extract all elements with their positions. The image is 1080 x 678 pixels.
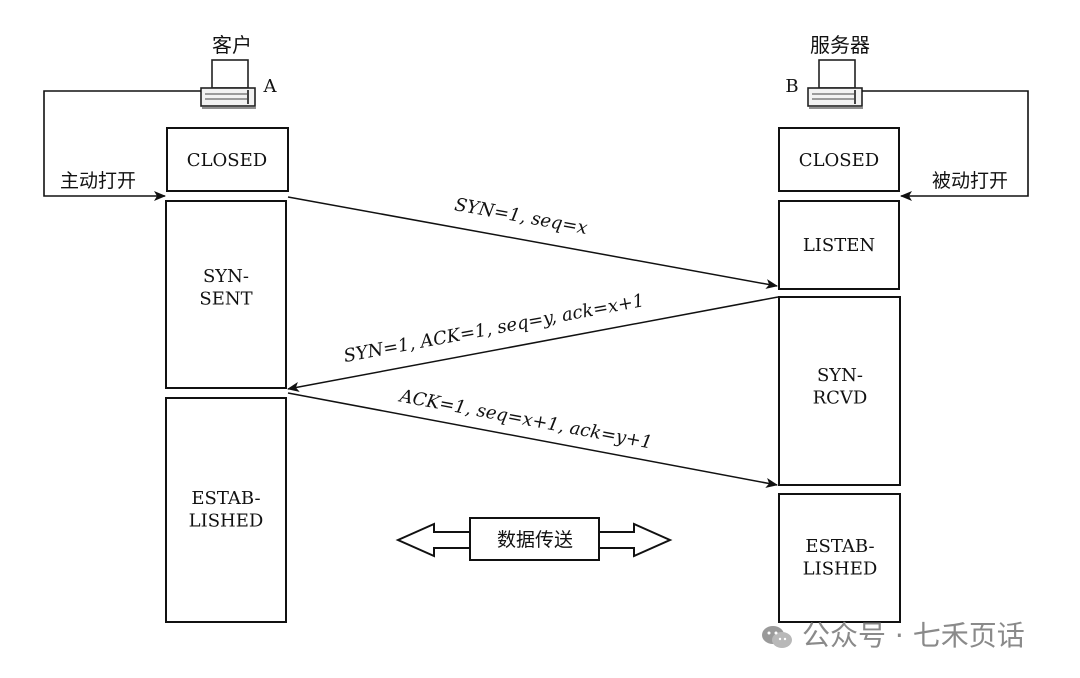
watermark: 公众号 · 七禾页话 (760, 614, 1060, 658)
server-computer-icon (807, 59, 863, 109)
client-state-established-label: ESTAB-LISHED (189, 488, 264, 532)
data-transfer-label: 数据传送 (497, 529, 573, 551)
client-state-closed-label: CLOSED (187, 150, 267, 171)
client-open-loop (43, 90, 201, 201)
client-state-syn-sent-label: SYN-SENT (199, 266, 252, 310)
server-state-listen: LISTEN (778, 200, 900, 290)
server-state-closed-label: CLOSED (799, 150, 879, 171)
server-state-established-label: ESTAB-LISHED (803, 536, 878, 580)
ack-message-arrow: ACK=1, seq=x+1, ack=y+1 (287, 385, 778, 488)
client-title: 客户 (212, 33, 252, 57)
syn-ack-message-label: SYN=1, ACK=1, seq=y, ack=x+1 (342, 290, 646, 367)
server-host-label: B (785, 76, 798, 97)
client-state-syn-sent: SYN-SENT (165, 200, 287, 389)
client-state-closed: CLOSED (166, 127, 289, 192)
client-action-label: 主动打开 (60, 170, 136, 192)
server-state-syn-rcvd-label: SYN-RCVD (813, 365, 868, 409)
syn-ack-message-arrow: SYN=1, ACK=1, seq=y, ack=x+1 (287, 290, 779, 392)
server-state-established: ESTAB-LISHED (778, 493, 901, 623)
wechat-icon (762, 626, 792, 648)
client-computer-icon (200, 59, 256, 109)
syn-message-arrow: SYN=1, seq=x (287, 194, 778, 289)
server-state-syn-rcvd: SYN-RCVD (778, 296, 901, 486)
server-state-listen-label: LISTEN (803, 235, 875, 256)
server-title: 服务器 (810, 33, 870, 57)
server-open-loop (862, 90, 1029, 201)
server-action-label: 被动打开 (932, 170, 1008, 192)
data-transfer-double-arrow: 数据传送 (395, 517, 673, 561)
server-state-closed: CLOSED (778, 127, 900, 192)
client-host-label: A (263, 76, 278, 97)
ack-message-label: ACK=1, seq=x+1, ack=y+1 (396, 385, 654, 453)
client-state-established: ESTAB-LISHED (165, 397, 287, 623)
syn-message-label: SYN=1, seq=x (453, 194, 589, 239)
watermark-text: 公众号 · 七禾页话 (802, 619, 1025, 652)
